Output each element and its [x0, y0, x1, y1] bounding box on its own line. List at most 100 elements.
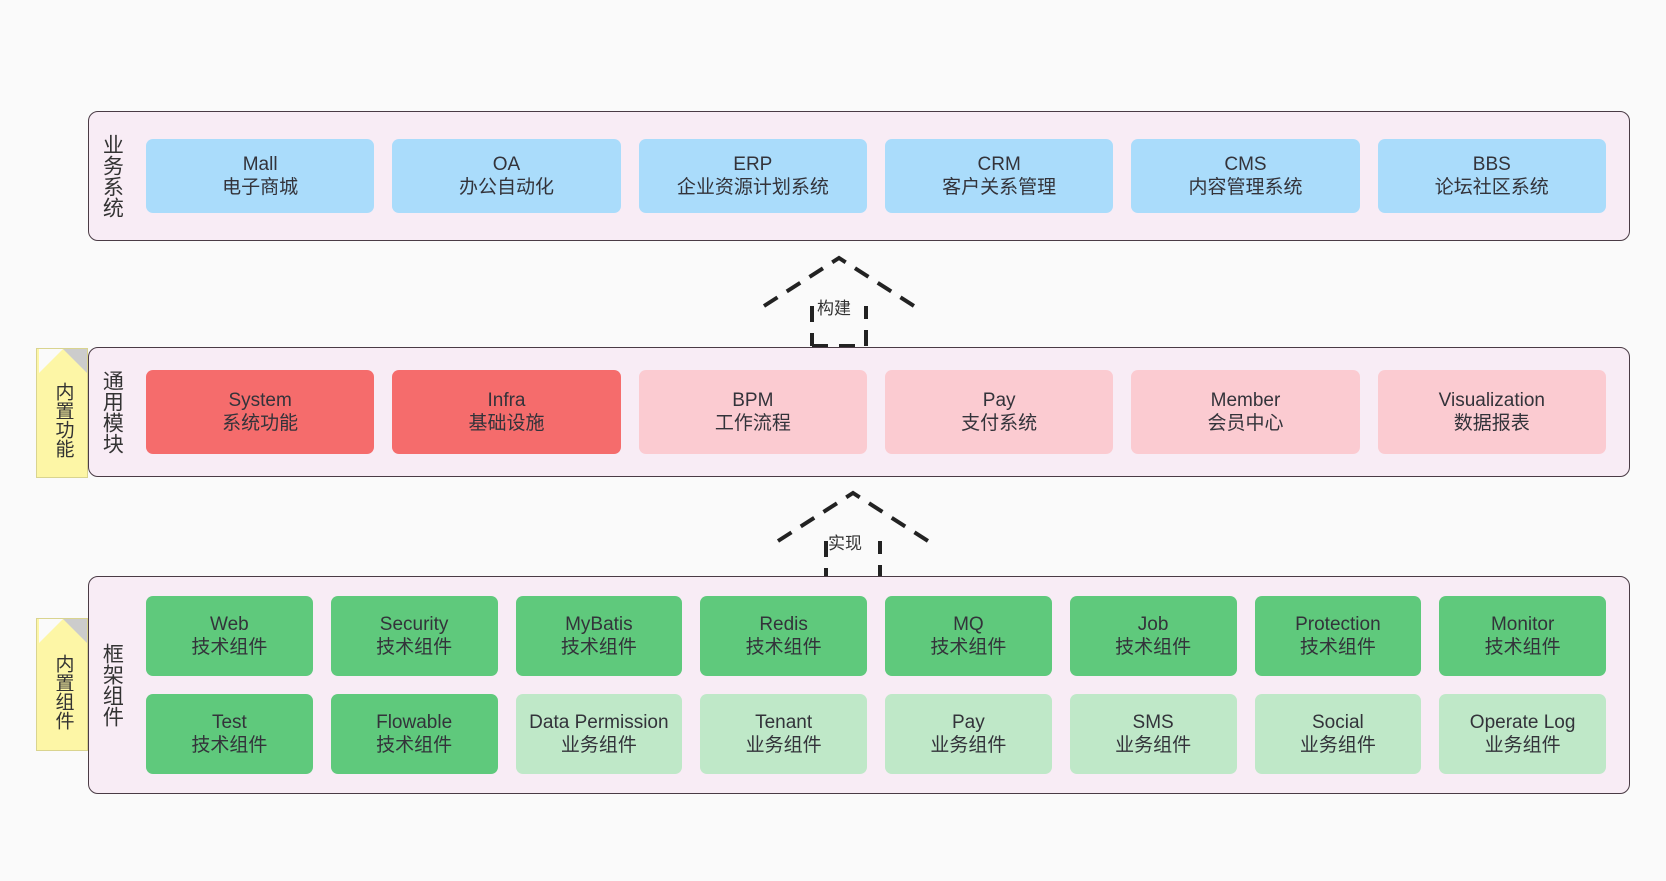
card-erp[interactable]: ERP 企业资源计划系统 [638, 139, 867, 213]
card-data-permission[interactable]: Data Permission 业务组件 [515, 694, 683, 774]
card-subtitle: 业务组件 [930, 735, 1007, 756]
card-test[interactable]: Test 技术组件 [146, 694, 313, 774]
card-subtitle: 电子商城 [222, 177, 299, 198]
card-title: Redis [759, 613, 808, 635]
card-title: Test [211, 711, 247, 733]
layer-framework-component: 框架组件 Web 技术组件 Security 技术组件 MyBatis 技术组件… [88, 576, 1630, 794]
card-subtitle: 业务组件 [1115, 735, 1192, 756]
card-title: Mall [242, 153, 278, 175]
card-operate-log[interactable]: Operate Log 业务组件 [1439, 694, 1606, 774]
card-pay[interactable]: Pay 支付系统 [884, 370, 1114, 454]
card-title: Visualization [1438, 389, 1545, 411]
card-title: Tenant [755, 711, 813, 733]
layer-title-common-module: 通用模块 [100, 370, 124, 454]
card-social[interactable]: Social 业务组件 [1254, 694, 1422, 774]
card-subtitle: 业务组件 [560, 735, 637, 756]
card-subtitle: 技术组件 [191, 735, 268, 756]
card-subtitle: 技术组件 [930, 637, 1007, 658]
card-row-tech: Web 技术组件 Security 技术组件 MyBatis 技术组件 Redi… [137, 596, 1615, 676]
note-builtin-function: 内置功能 [36, 348, 88, 478]
card-title: MyBatis [565, 613, 633, 635]
arrow-implement-label: 实现 [828, 534, 862, 553]
card-subtitle: 论坛社区系统 [1434, 177, 1549, 198]
card-title: BPM [732, 389, 774, 411]
card-subtitle: 业务组件 [1484, 735, 1561, 756]
card-subtitle: 工作流程 [714, 413, 791, 434]
card-title: Pay [982, 389, 1016, 411]
layer-business-system: 业务系统 Mall 电子商城 OA 办公自动化 ERP 企业资源计划系统 CRM… [88, 111, 1630, 241]
card-subtitle: 基础设施 [468, 413, 545, 434]
card-subtitle: 技术组件 [376, 735, 453, 756]
card-title: Data Permission [529, 711, 669, 733]
card-protection[interactable]: Protection 技术组件 [1254, 596, 1422, 676]
card-title: Web [210, 613, 249, 635]
card-pay-business[interactable]: Pay 业务组件 [885, 694, 1052, 774]
card-sms[interactable]: SMS 业务组件 [1069, 694, 1237, 774]
note-builtin-component-label: 内置组件 [52, 653, 74, 730]
card-tenant[interactable]: Tenant 业务组件 [700, 694, 867, 774]
card-title: Member [1210, 389, 1281, 411]
layer-body-framework-component: Web 技术组件 Security 技术组件 MyBatis 技术组件 Redi… [133, 577, 1629, 793]
folded-corner-icon [39, 349, 87, 373]
layer-body-business-system: Mall 电子商城 OA 办公自动化 ERP 企业资源计划系统 CRM 客户关系… [133, 112, 1629, 240]
card-mybatis[interactable]: MyBatis 技术组件 [515, 596, 683, 676]
layer-title-business-system: 业务系统 [100, 134, 124, 218]
card-flowable[interactable]: Flowable 技术组件 [330, 694, 498, 774]
layer-title-framework-component: 框架组件 [100, 643, 124, 727]
card-title: BBS [1472, 153, 1511, 175]
layer-common-module: 通用模块 System 系统功能 Infra 基础设施 BPM 工作流程 Pay… [88, 347, 1630, 477]
card-title: Social [1312, 711, 1364, 733]
card-visualization[interactable]: Visualization 数据报表 [1377, 370, 1606, 454]
card-subtitle: 数据报表 [1453, 413, 1530, 434]
card-subtitle: 支付系统 [961, 413, 1038, 434]
card-oa[interactable]: OA 办公自动化 [392, 139, 621, 213]
card-row-business: Test 技术组件 Flowable 技术组件 Data Permission … [137, 694, 1615, 774]
build-arrow-icon [762, 255, 916, 348]
card-subtitle: 技术组件 [1484, 637, 1561, 658]
arrow-build: 构建 [744, 248, 934, 348]
card-row: Mall 电子商城 OA 办公自动化 ERP 企业资源计划系统 CRM 客户关系… [137, 139, 1615, 213]
card-web[interactable]: Web 技术组件 [146, 596, 313, 676]
card-title: CRM [977, 153, 1021, 175]
card-title: SMS [1132, 711, 1174, 733]
card-monitor[interactable]: Monitor 技术组件 [1439, 596, 1606, 676]
folded-corner-icon [39, 619, 87, 643]
card-infra[interactable]: Infra 基础设施 [392, 370, 621, 454]
card-subtitle: 技术组件 [745, 637, 822, 658]
card-title: MQ [953, 613, 984, 635]
card-subtitle: 技术组件 [376, 637, 453, 658]
card-system[interactable]: System 系统功能 [146, 370, 375, 454]
card-cms[interactable]: CMS 内容管理系统 [1131, 139, 1360, 213]
note-builtin-function-label: 内置功能 [52, 382, 74, 458]
card-title: Operate Log [1469, 711, 1576, 733]
card-subtitle: 业务组件 [1299, 735, 1376, 756]
layer-body-common-module: System 系统功能 Infra 基础设施 BPM 工作流程 Pay 支付系统… [133, 348, 1629, 476]
card-subtitle: 技术组件 [560, 637, 637, 658]
card-title: CMS [1224, 153, 1267, 175]
card-subtitle: 技术组件 [191, 637, 268, 658]
arrow-implement: 实现 [758, 483, 948, 583]
card-mq[interactable]: MQ 技术组件 [885, 596, 1052, 676]
card-member[interactable]: Member 会员中心 [1131, 370, 1360, 454]
card-redis[interactable]: Redis 技术组件 [700, 596, 867, 676]
card-subtitle: 业务组件 [745, 735, 822, 756]
note-builtin-component: 内置组件 [36, 618, 88, 751]
card-subtitle: 技术组件 [1115, 637, 1192, 658]
card-title: Pay [952, 711, 985, 733]
card-subtitle: 客户关系管理 [942, 177, 1057, 198]
card-subtitle: 内容管理系统 [1188, 177, 1303, 198]
card-title: System [228, 389, 292, 411]
card-subtitle: 会员中心 [1207, 413, 1284, 434]
card-mall[interactable]: Mall 电子商城 [146, 139, 375, 213]
card-job[interactable]: Job 技术组件 [1069, 596, 1237, 676]
card-title: Infra [487, 389, 526, 411]
card-bpm[interactable]: BPM 工作流程 [638, 370, 867, 454]
card-crm[interactable]: CRM 客户关系管理 [884, 139, 1114, 213]
card-title: Protection [1295, 613, 1381, 635]
card-title: Job [1137, 613, 1169, 635]
card-bbs[interactable]: BBS 论坛社区系统 [1377, 139, 1606, 213]
card-security[interactable]: Security 技术组件 [330, 596, 498, 676]
card-subtitle: 办公自动化 [458, 177, 554, 198]
card-row: System 系统功能 Infra 基础设施 BPM 工作流程 Pay 支付系统… [137, 370, 1615, 454]
